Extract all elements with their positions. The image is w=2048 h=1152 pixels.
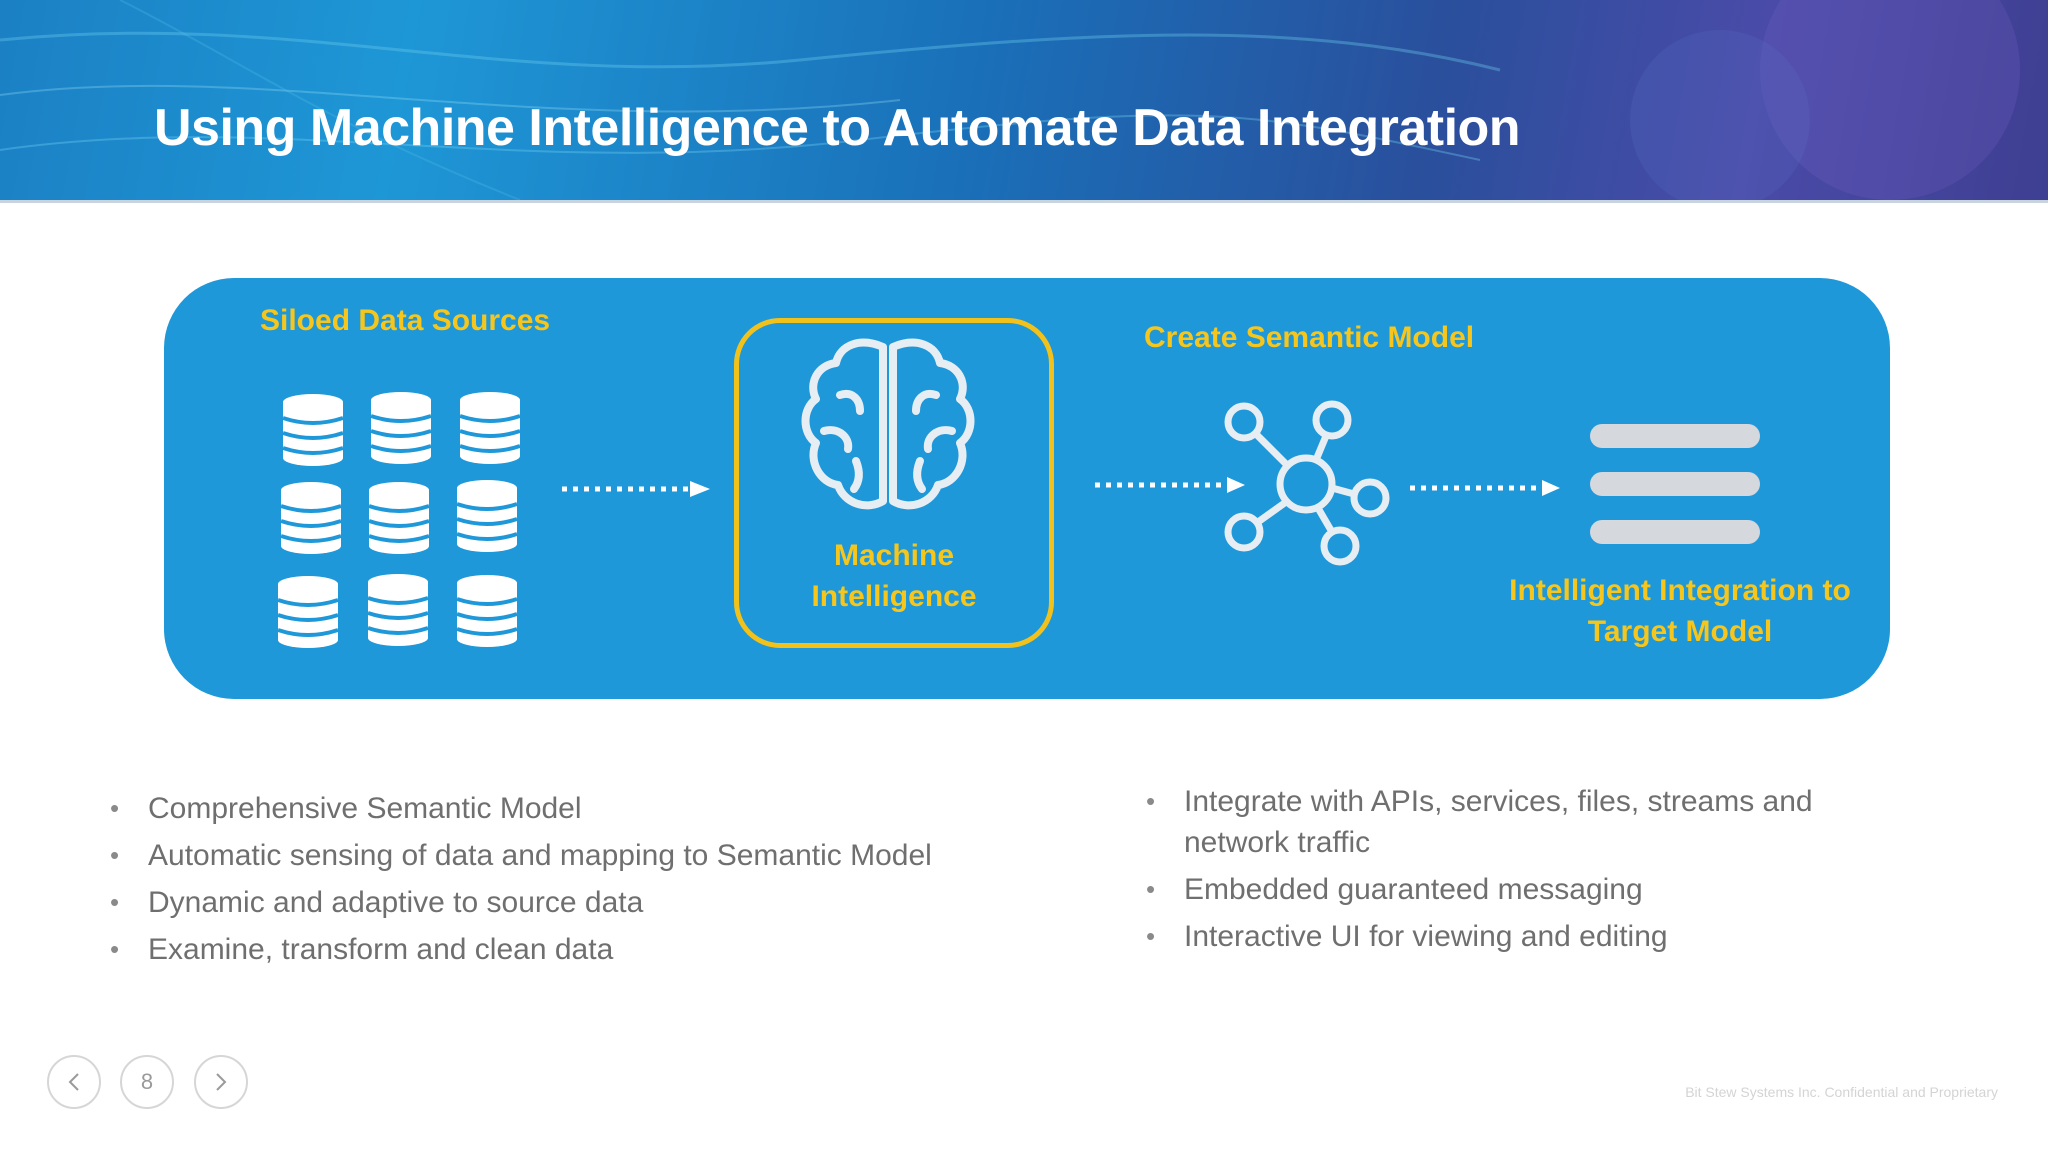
integration-label-line1: Intelligent Integration to <box>1509 574 1851 607</box>
list-item: Automatic sensing of data and mapping to… <box>110 835 1010 876</box>
mi-label-line2: Intelligence <box>811 580 977 613</box>
page-number: 8 <box>140 1069 154 1094</box>
list-item: Examine, transform and clean data <box>110 929 1010 970</box>
list-item: Interactive UI for viewing and editing <box>1146 916 1866 957</box>
database-icon <box>279 480 343 556</box>
integration-label-line2: Target Model <box>1587 615 1773 648</box>
list-icon <box>1590 424 1760 544</box>
siloed-data-sources-label: Siloed Data Sources <box>260 304 551 337</box>
next-slide-button[interactable] <box>194 1055 248 1109</box>
header-banner: Using Machine Intelligence to Automate D… <box>0 0 2048 203</box>
list-item: Embedded guaranteed messaging <box>1146 869 1866 910</box>
database-icon <box>281 392 345 468</box>
machine-intelligence-label: Machine Intelligence <box>734 535 1054 617</box>
network-icon <box>1224 400 1390 566</box>
banner-decoration <box>0 0 2020 200</box>
dotted-arrow-icon <box>562 481 710 497</box>
database-icon <box>458 390 522 466</box>
list-item: Integrate with APIs, services, files, st… <box>1146 781 1866 863</box>
list-item: Dynamic and adaptive to source data <box>110 882 1010 923</box>
database-icon <box>366 572 430 648</box>
chevron-right-icon <box>216 1073 227 1091</box>
machine-intelligence-box <box>734 318 1054 648</box>
brain-icon <box>801 338 975 510</box>
database-icon <box>455 478 519 554</box>
database-icon <box>455 573 519 649</box>
bullet-list-left: Comprehensive Semantic Model Automatic s… <box>110 788 1010 976</box>
database-icon <box>369 390 433 466</box>
list-item: Comprehensive Semantic Model <box>110 788 1010 829</box>
prev-slide-button[interactable] <box>47 1055 101 1109</box>
slide-title: Using Machine Intelligence to Automate D… <box>154 99 1521 157</box>
dotted-arrow-icon <box>1410 480 1560 496</box>
bullet-list-right: Integrate with APIs, services, files, st… <box>1146 781 1866 963</box>
database-grid <box>276 390 522 650</box>
intelligent-integration-label: Intelligent Integration to Target Model <box>1480 570 1880 652</box>
create-semantic-model-label: Create Semantic Model <box>1144 321 1475 354</box>
database-icon <box>276 574 340 650</box>
dotted-arrow-icon <box>1095 477 1245 493</box>
database-icon <box>367 480 431 556</box>
chevron-left-icon <box>68 1073 79 1091</box>
mi-label-line1: Machine <box>833 539 955 572</box>
confidential-footer: Bit Stew Systems Inc. Confidential and P… <box>1685 1084 1998 1100</box>
page-number-indicator[interactable]: 8 <box>120 1055 174 1109</box>
